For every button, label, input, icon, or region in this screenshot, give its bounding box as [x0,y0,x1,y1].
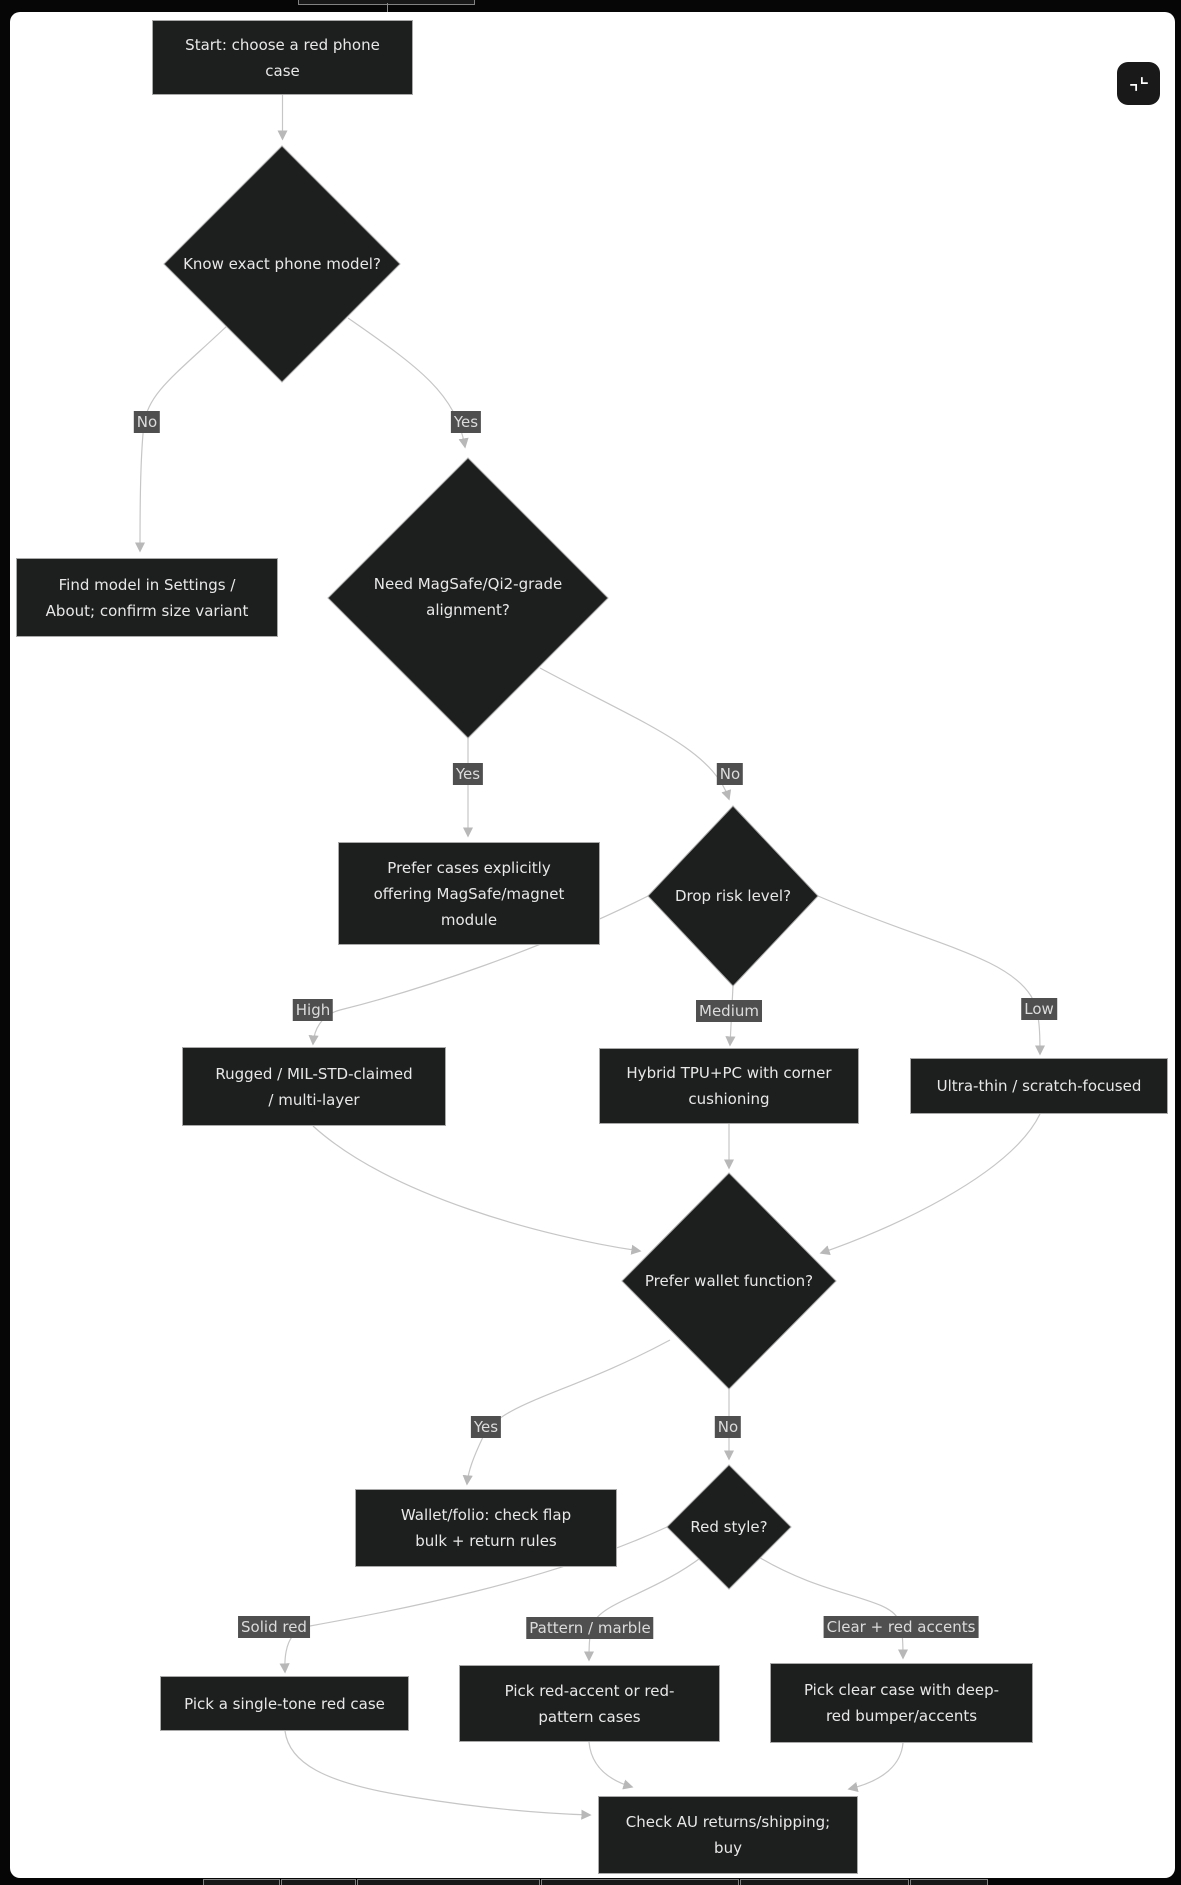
node-start-label: Start: choose a red phone case [185,35,380,80]
edge-label-style-solid: Solid red [238,1616,310,1638]
node-clear-case-label: Pick clear case with deep- red bumper/ac… [803,1681,1000,1725]
node-rugged-label: Rugged / MIL-STD-claimed / multi-layer [215,1064,413,1109]
diagram-canvas[interactable] [10,12,1175,1878]
node-wallet-q-label: Prefer wallet function? [644,1272,814,1290]
edge-label-wallet-no: No [714,1416,742,1438]
cropped-node-bottom [541,1879,739,1885]
collapse-icon [1128,73,1150,95]
node-need-magsafe-diamond [327,457,609,739]
node-wallet-q-diamond [621,1172,837,1390]
cropped-edge-top [387,3,388,12]
node-check-au-label: Check AU returns/shipping; buy [625,1813,831,1857]
edge-ultra-wallet [819,1113,1041,1256]
node-drop-risk-label: Drop risk level? [674,887,792,905]
edge-single-buy [284,1730,592,1820]
node-know-model-label: Know exact phone model? [183,255,381,273]
node-check-au: Check AU returns/shipping; buy [598,1796,858,1874]
cropped-node-bottom [203,1879,280,1885]
cropped-node-bottom [357,1879,540,1885]
edge-accent-buy [588,1741,634,1790]
node-prefer-magsafe-label: Prefer cases explicitly offering MagSafe… [373,858,565,929]
cropped-node-top [298,0,475,5]
edge-clear-buy [847,1742,904,1792]
edge-magsafe-risk-no [539,667,732,801]
node-red-style-label: Red style? [690,1518,768,1536]
edge-wallet-folio-yes [462,1339,671,1486]
node-rugged: Rugged / MIL-STD-claimed / multi-layer [182,1047,446,1126]
edge-style-clear [756,1555,909,1660]
node-wallet-folio: Wallet/folio: check flap bulk + return r… [355,1489,617,1567]
node-know-model-diamond [163,145,401,383]
node-single-tone: Pick a single-tone red case [160,1676,409,1731]
node-red-accent: Pick red-accent or red- pattern cases [459,1665,720,1742]
node-drop-risk-diamond [647,805,819,987]
node-hybrid-label: Hybrid TPU+PC with corner cushioning [626,1064,832,1108]
edge-label-know-no: No [133,411,161,433]
edge-label-style-pattern: Pattern / marble [526,1617,654,1639]
node-hybrid: Hybrid TPU+PC with corner cushioning [599,1048,859,1124]
cropped-node-bottom [740,1879,909,1885]
cropped-node-bottom [910,1879,988,1885]
collapse-button[interactable] [1117,62,1160,105]
edge-risk-ultra-low [817,895,1046,1056]
edge-label-risk-medium: Medium [696,1000,762,1022]
node-red-style-diamond [666,1464,792,1590]
node-need-magsafe-label: Need MagSafe/Qi2-grade alignment? [373,575,563,619]
node-single-tone-label: Pick a single-tone red case [184,1694,385,1713]
edge-label-magsafe-no: No [716,763,744,785]
node-find-model: Find model in Settings / About; confirm … [16,558,278,637]
node-start: Start: choose a red phone case [152,20,413,95]
edge-style-pattern [583,1555,704,1662]
node-ultrathin-label: Ultra-thin / scratch-focused [936,1077,1142,1095]
edge-rugged-wallet [312,1125,642,1255]
edge-know-find-no [134,324,229,553]
edge-label-know-yes: Yes [450,411,482,433]
node-find-model-label: Find model in Settings / About; confirm … [45,575,249,620]
edge-label-risk-high: High [292,999,334,1021]
node-clear-case: Pick clear case with deep- red bumper/ac… [770,1663,1033,1743]
edge-know-magsafe-yes [347,317,469,449]
cropped-node-bottom [281,1879,356,1885]
edge-label-magsafe-yes: Yes [452,763,484,785]
edge-label-style-clear: Clear + red accents [823,1616,979,1638]
node-red-accent-label: Pick red-accent or red- pattern cases [504,1681,675,1726]
edge-label-risk-low: Low [1021,998,1057,1020]
node-ultrathin: Ultra-thin / scratch-focused [910,1058,1168,1114]
node-prefer-magsafe: Prefer cases explicitly offering MagSafe… [338,842,600,945]
node-wallet-folio-label: Wallet/folio: check flap bulk + return r… [400,1506,572,1550]
edge-label-wallet-yes: Yes [470,1416,502,1438]
